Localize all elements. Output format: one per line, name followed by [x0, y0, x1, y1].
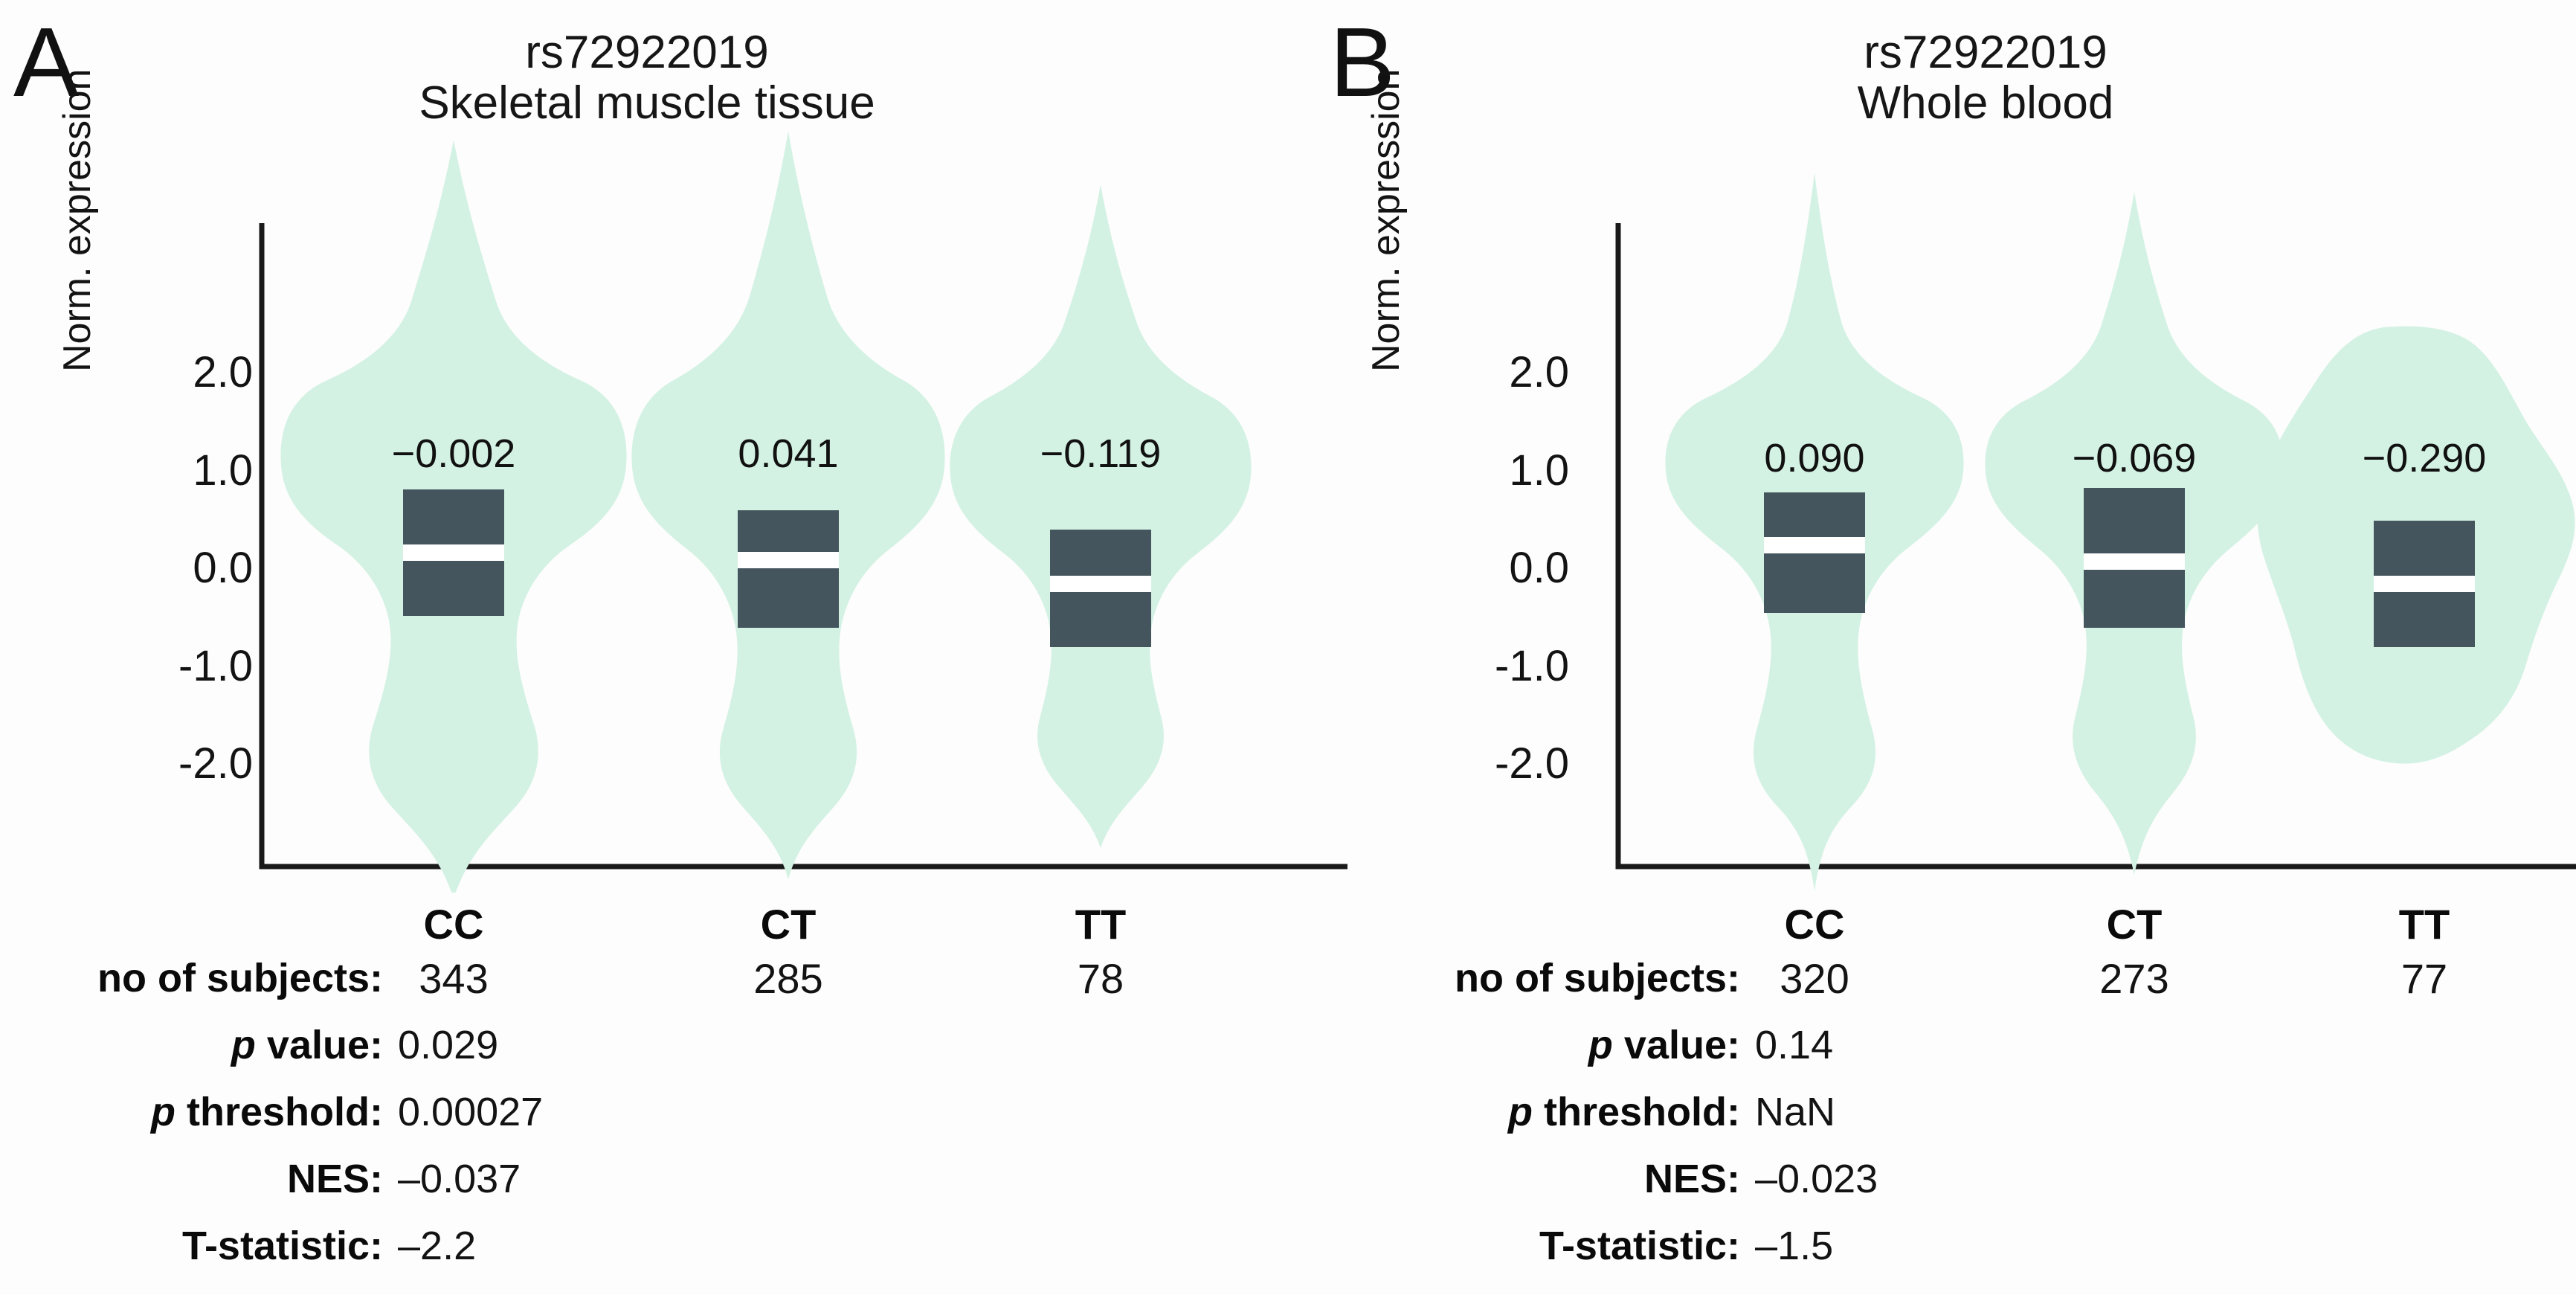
genotype-label-a-cc: CC: [423, 901, 484, 948]
count-a-cc: 343: [419, 955, 489, 1002]
median-label-a-ct: 0.041: [738, 431, 838, 476]
y-tick-b-3: -1.0: [1495, 642, 1569, 690]
violin-a-tt: [950, 184, 1252, 848]
violin-a-ct: [631, 131, 945, 879]
y-tick-a-1: 1.0: [193, 446, 253, 495]
tissue-title-a: Skeletal muscle tissue: [419, 77, 875, 129]
genotype-label-b-tt: TT: [2398, 901, 2450, 948]
median-b-cc: [1764, 537, 1865, 553]
tissue-title-b: Whole blood: [1857, 77, 2114, 129]
stat-value-b-pvalue: 0.14: [1755, 1023, 1834, 1067]
count-a-ct: 285: [753, 955, 823, 1002]
count-b-tt: 77: [2400, 955, 2448, 1002]
genotype-label-b-ct: CT: [2106, 901, 2163, 948]
stat-value-a-pthreshold: 0.00027: [398, 1090, 544, 1134]
y-tick-a-3: -1.0: [178, 642, 253, 690]
axis-spines-b: [1615, 223, 2576, 870]
stat-label-a-tstat: T-statistic:: [181, 1224, 383, 1268]
snp-title-b: rs72922019: [1864, 27, 2108, 78]
stat-label-b-subjects: no of subjects:: [1454, 956, 1740, 1000]
y-tick-a-4: -2.0: [178, 739, 253, 788]
count-a-tt: 78: [1077, 955, 1124, 1002]
median-label-b-tt: −0.290: [2363, 436, 2487, 481]
median-label-b-ct: −0.069: [2073, 436, 2197, 481]
stat-label-b-pthreshold: p threshold:: [1508, 1090, 1740, 1134]
stat-label-a-nes: NES:: [286, 1157, 383, 1201]
median-label-a-cc: −0.002: [392, 431, 516, 476]
stat-value-a-tstat: –2.2: [398, 1224, 477, 1268]
y-tick-b-1: 1.0: [1509, 446, 1569, 495]
panel-letter-b: B: [1330, 7, 1395, 117]
stat-label-a-subjects: no of subjects:: [97, 956, 383, 1000]
stat-value-b-nes: –0.023: [1755, 1157, 1878, 1201]
snp-title-a: rs72922019: [525, 27, 769, 78]
stat-label-a-pvalue: p value:: [231, 1023, 383, 1067]
stat-value-a-pvalue: 0.029: [398, 1023, 499, 1067]
panel-b: B rs72922019 Whole blood Norm. expressio…: [1294, 0, 2576, 1295]
panel-letter-a: A: [13, 7, 79, 117]
y-tick-b-4: -2.0: [1495, 739, 1569, 788]
y-tick-a-2: 0.0: [193, 544, 253, 592]
median-a-ct: [738, 552, 839, 568]
count-b-cc: 320: [1780, 955, 1849, 1002]
count-b-ct: 273: [2099, 955, 2169, 1002]
y-axis-label-a: Norm. expression: [56, 68, 99, 372]
panel-a: A rs72922019 Skeletal muscle tissue Norm…: [13, 7, 1347, 1268]
genotype-label-a-tt: TT: [1075, 901, 1127, 948]
y-tick-a-0: 2.0: [193, 348, 253, 396]
median-label-a-tt: −0.119: [1040, 431, 1162, 476]
stat-value-a-nes: –0.037: [398, 1157, 521, 1201]
violin-plot-a: −0.002 0.041 −0.119: [259, 131, 1347, 893]
genotype-label-a-ct: CT: [760, 901, 817, 948]
stat-label-a-pthreshold: p threshold:: [151, 1090, 383, 1134]
median-label-b-cc: 0.090: [1764, 436, 1864, 481]
stat-label-b-pvalue: p value:: [1588, 1023, 1740, 1067]
median-a-cc: [403, 544, 504, 561]
median-b-ct: [2084, 553, 2185, 570]
median-a-tt: [1050, 576, 1151, 592]
genotype-label-b-cc: CC: [1784, 901, 1845, 948]
violin-plot-b: 0.090 −0.069 −0.290: [1615, 173, 2576, 891]
median-b-tt: [2374, 576, 2475, 592]
y-tick-b-0: 2.0: [1509, 348, 1569, 396]
stat-value-b-tstat: –1.5: [1755, 1224, 1834, 1268]
axis-spines-a: [259, 223, 1347, 870]
y-tick-b-2: 0.0: [1509, 544, 1569, 592]
box-a-ct: [738, 510, 839, 628]
stat-label-b-tstat: T-statistic:: [1539, 1224, 1740, 1268]
stat-value-b-pthreshold: NaN: [1755, 1090, 1836, 1134]
stat-label-b-nes: NES:: [1643, 1157, 1740, 1201]
y-axis-label-b: Norm. expression: [1365, 68, 1408, 372]
